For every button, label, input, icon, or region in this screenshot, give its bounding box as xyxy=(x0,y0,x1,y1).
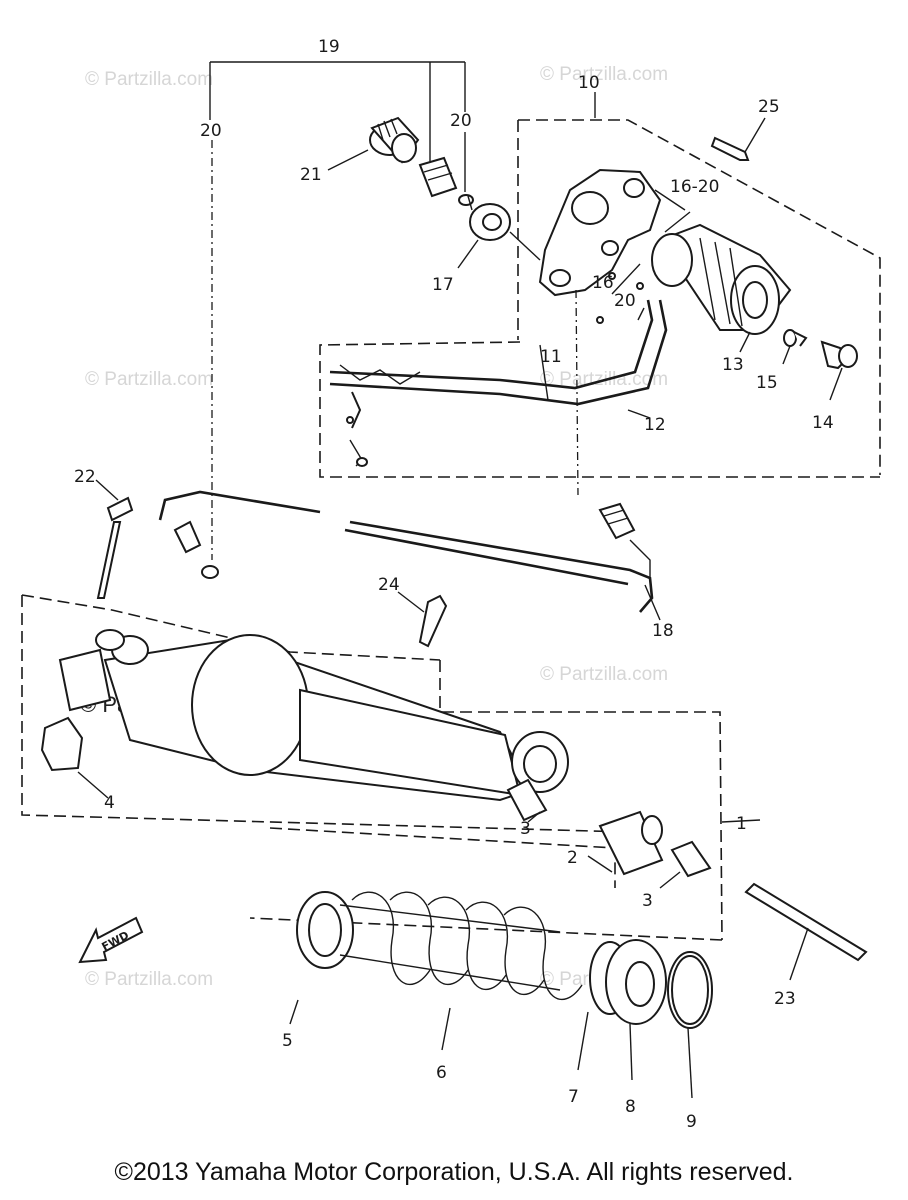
bolt-22 xyxy=(95,479,134,599)
callout-17: 17 xyxy=(432,275,454,295)
callout-14: 14 xyxy=(812,413,834,433)
rod-23 xyxy=(744,882,868,981)
pin-24 xyxy=(397,591,448,648)
callout-25: 25 xyxy=(758,97,780,117)
callout-23: 23 xyxy=(774,989,796,1009)
callout-13: 13 xyxy=(722,355,744,375)
callout-8: 8 xyxy=(625,1097,636,1117)
callout-22: 22 xyxy=(74,467,96,487)
watermark: © Partzilla.com xyxy=(85,369,213,390)
bracket-19 xyxy=(209,61,466,560)
callout-20c: 20 xyxy=(614,291,636,311)
callout-19: 19 xyxy=(318,37,340,57)
watermark: © Partzilla.com xyxy=(540,664,668,685)
fwd-arrow: FWD xyxy=(78,916,144,964)
hoses-11-12 xyxy=(329,289,668,496)
callout-4: 4 xyxy=(104,793,115,813)
callout-2: 2 xyxy=(567,848,578,868)
leader-lines xyxy=(467,195,645,321)
callout-numbers: 1 2 3 3 4 5 6 7 8 9 10 11 12 13 14 15 16… xyxy=(74,37,834,1132)
callout-9: 9 xyxy=(686,1112,697,1132)
callout-6: 6 xyxy=(436,1063,447,1083)
spring-6 xyxy=(289,891,583,1051)
callout-18: 18 xyxy=(652,621,674,641)
callout-20a: 20 xyxy=(200,121,222,141)
callout-1: 1 xyxy=(736,814,747,834)
copyright-notice: ©2013 Yamaha Motor Corporation, U.S.A. A… xyxy=(114,1158,794,1186)
watermark: © Partzilla.com xyxy=(85,969,213,990)
callout-7: 7 xyxy=(568,1087,579,1107)
callout-5: 5 xyxy=(282,1031,293,1051)
watermark: © Partzilla.com xyxy=(85,69,213,90)
seal-17 xyxy=(457,203,541,269)
callout-11: 11 xyxy=(540,347,562,367)
adjuster-fitting xyxy=(418,156,474,206)
callout-20b: 20 xyxy=(450,111,472,131)
spring-seats xyxy=(577,939,713,1099)
callout-15: 15 xyxy=(756,373,778,393)
watermark: © Partzilla.com xyxy=(540,64,668,85)
adjuster-knob-21 xyxy=(327,116,420,171)
callout-3b: 3 xyxy=(642,891,653,911)
callout-16: 16 xyxy=(592,273,614,293)
callout-24: 24 xyxy=(378,575,400,595)
shock-assembly-1 xyxy=(21,594,761,941)
callout-3: 3 xyxy=(520,819,531,839)
bolt-25 xyxy=(710,117,766,161)
cap-13 xyxy=(739,331,751,353)
callout-16-20: 16-20 xyxy=(670,177,719,197)
reservoir-assembly-10 xyxy=(319,92,881,478)
callout-21: 21 xyxy=(300,165,322,185)
callout-10: 10 xyxy=(578,73,600,93)
washer-15 xyxy=(782,329,808,365)
valve-14 xyxy=(820,340,858,401)
line-18 xyxy=(158,490,661,621)
callout-12: 12 xyxy=(644,415,666,435)
